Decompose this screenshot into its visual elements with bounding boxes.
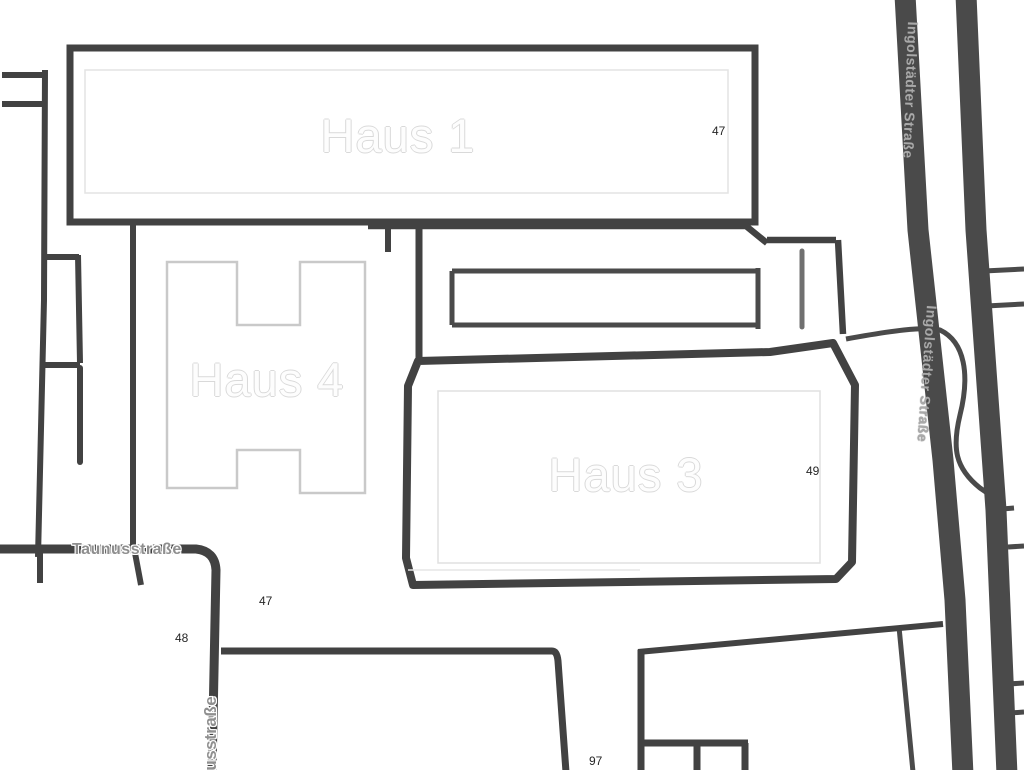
- path-between-roads: [896, 626, 916, 770]
- left-narrow-box: [45, 254, 83, 368]
- building-haus3: [402, 339, 859, 589]
- left-long-wall: [35, 69, 48, 558]
- building-haus1: [66, 44, 759, 226]
- midblock-top: [368, 222, 770, 246]
- building-haus3-inner-plot: [437, 390, 821, 564]
- road-ingolstaedter-east: [955, 0, 1018, 770]
- building-haus4: [165, 260, 367, 495]
- midblock-right-annex: [767, 236, 847, 335]
- road-ingolstaedter-west: [894, 0, 974, 770]
- edge-stub-1: [983, 266, 1024, 274]
- street-taunusstrasse: [0, 544, 221, 770]
- building-haus1-inner-plot: [84, 69, 729, 194]
- edge-stub-2: [985, 301, 1024, 309]
- taunus-stub-2: [132, 552, 144, 586]
- lot-line-diagonal: [637, 621, 944, 655]
- lot-line-south: [221, 647, 570, 770]
- edge-stub-3: [1007, 543, 1024, 550]
- midblock-inner-strip: [449, 268, 761, 329]
